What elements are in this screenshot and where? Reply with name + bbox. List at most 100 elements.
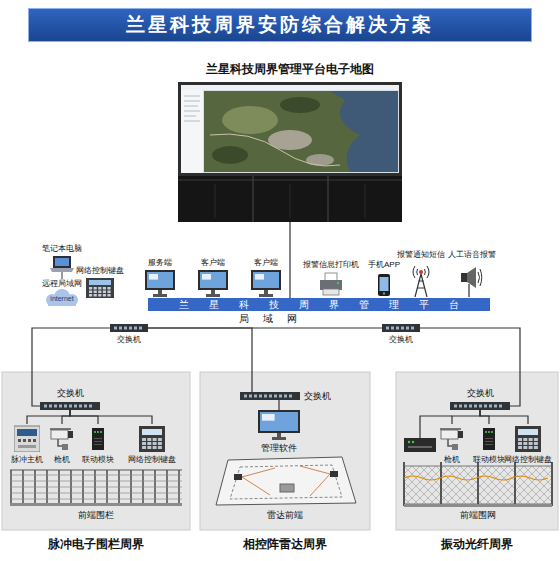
monitor-icon-part [251,270,281,290]
camera-icon-part [50,428,71,430]
fibre-host-picture [408,441,410,443]
keyboard2-icon-part [158,446,162,449]
network-switch: 交换机 [40,402,100,410]
video-wall-picture [253,176,254,222]
fibre-host-picture [412,441,414,443]
node-label: 交换机 [389,335,413,345]
switch-icon [450,402,510,410]
keyboard2-icon-part [529,438,533,441]
antenna-icon-part [413,266,415,278]
monitor-icon-part [145,270,175,290]
network-switch: 交换机 [110,324,148,332]
monitor-icon-part [258,410,300,433]
keyboard-icon-part [103,287,106,290]
monitor-icon-part [153,294,167,297]
keyboard2-icon-part [147,442,151,445]
fibre-fence-picture [404,476,548,480]
keyboard-icon-part [107,294,110,297]
keyboard2-icon-part [142,446,146,449]
node-label: 网络控制键盘 [128,455,176,465]
module-icon-part [488,431,490,433]
keyboard2-icon-part [142,442,146,445]
switch-icon-part [139,327,142,330]
antenna-icon [409,262,433,297]
switch-icon-part [124,327,127,330]
host-icon [14,424,40,452]
connector-line [289,222,290,298]
fibre-fence-picture [404,462,552,507]
laptop-icon-part [55,258,69,266]
switch-icon [382,324,420,332]
video-wall-picture [215,184,216,218]
title-banner: 兰星科技周界安防综合解决方案 [28,8,532,42]
radar-zone-picture [234,474,242,480]
keyboard-icon-part [98,294,101,297]
switch-icon-part [499,405,502,408]
node-label: 兰星科技周界管理平台 [159,299,479,311]
node-label: 交换机 [117,335,141,345]
zone-panel: 振动光纤周界交换机枪机联动模块网络控制键盘 [396,372,558,530]
node-label: 联动模块 [82,455,114,465]
radar-zone-picture [230,465,342,499]
node-label: 交换机 [304,391,331,402]
antenna-icon-part [427,266,429,278]
module-icon-part [100,431,102,433]
fibre-host-picture [404,438,436,452]
switch-icon-part [284,395,287,398]
title-text: 兰星科技周界安防综合解决方案 [126,12,434,38]
keyboard2-icon-part [153,442,157,445]
connector-line [62,410,70,424]
camera-icon [50,424,74,452]
camera-icon-part [441,430,458,439]
module-icon [482,424,496,452]
keyboard2-icon-part [534,446,538,449]
switch-icon-part [240,392,300,400]
phone-icon-part [383,292,385,294]
node-label: 交换机 [57,388,84,399]
keyboard2-icon-part [529,446,533,449]
electric-fence-picture [10,503,182,506]
monitor-icon-part [253,272,279,288]
node-label: 客户端 [254,258,278,268]
module-icon-part [94,444,102,445]
radar-zone-picture [216,457,356,505]
switch-icon [40,402,100,410]
keyboard2-icon-part [534,438,538,441]
annotation-label: 雷达前端 [267,510,303,521]
node-label: 联动模块 [473,455,505,465]
module-icon-part [485,438,493,439]
zone-panel-ground [2,372,190,530]
switch-icon-part [64,405,67,408]
camera-icon-part [440,428,461,430]
switch-icon-part [49,405,52,408]
video-wall-picture [365,184,366,218]
electric-fence-picture [10,470,182,504]
monitor-icon [258,410,300,440]
printer-icon-part [323,289,339,295]
network-switch: 交换机 [382,324,420,332]
antenna-icon-part [417,281,425,288]
platform-bar: 兰星科技周界管理平台 [148,298,490,311]
network-switch: 交换机 [240,392,300,400]
switch-icon-part [279,395,282,398]
keyboard-icon-part [94,294,97,297]
module-icon-part [483,428,495,450]
antenna-icon-part [415,274,427,297]
camera-icon-part [458,431,463,438]
switch-icon-part [469,405,472,408]
node-label: 手机APP [368,260,400,270]
zone-panel-ground [2,372,558,530]
connector-line [278,400,279,410]
fibre-fence-picture [404,504,552,507]
keyboard2-icon [139,424,165,452]
monitor-icon-part [198,270,228,290]
keyboard-icon-part [98,287,101,290]
switch-icon-part [391,327,394,330]
switch-icon-part [249,395,252,398]
keyboard2-icon-part [518,438,522,441]
monitor-icon-part [158,290,162,294]
keyboard-icon-part [89,291,92,294]
keyboard-icon-part [94,291,97,294]
node-label: 笔记本电脑 [42,244,82,254]
node-label: 服务端 [148,258,172,268]
